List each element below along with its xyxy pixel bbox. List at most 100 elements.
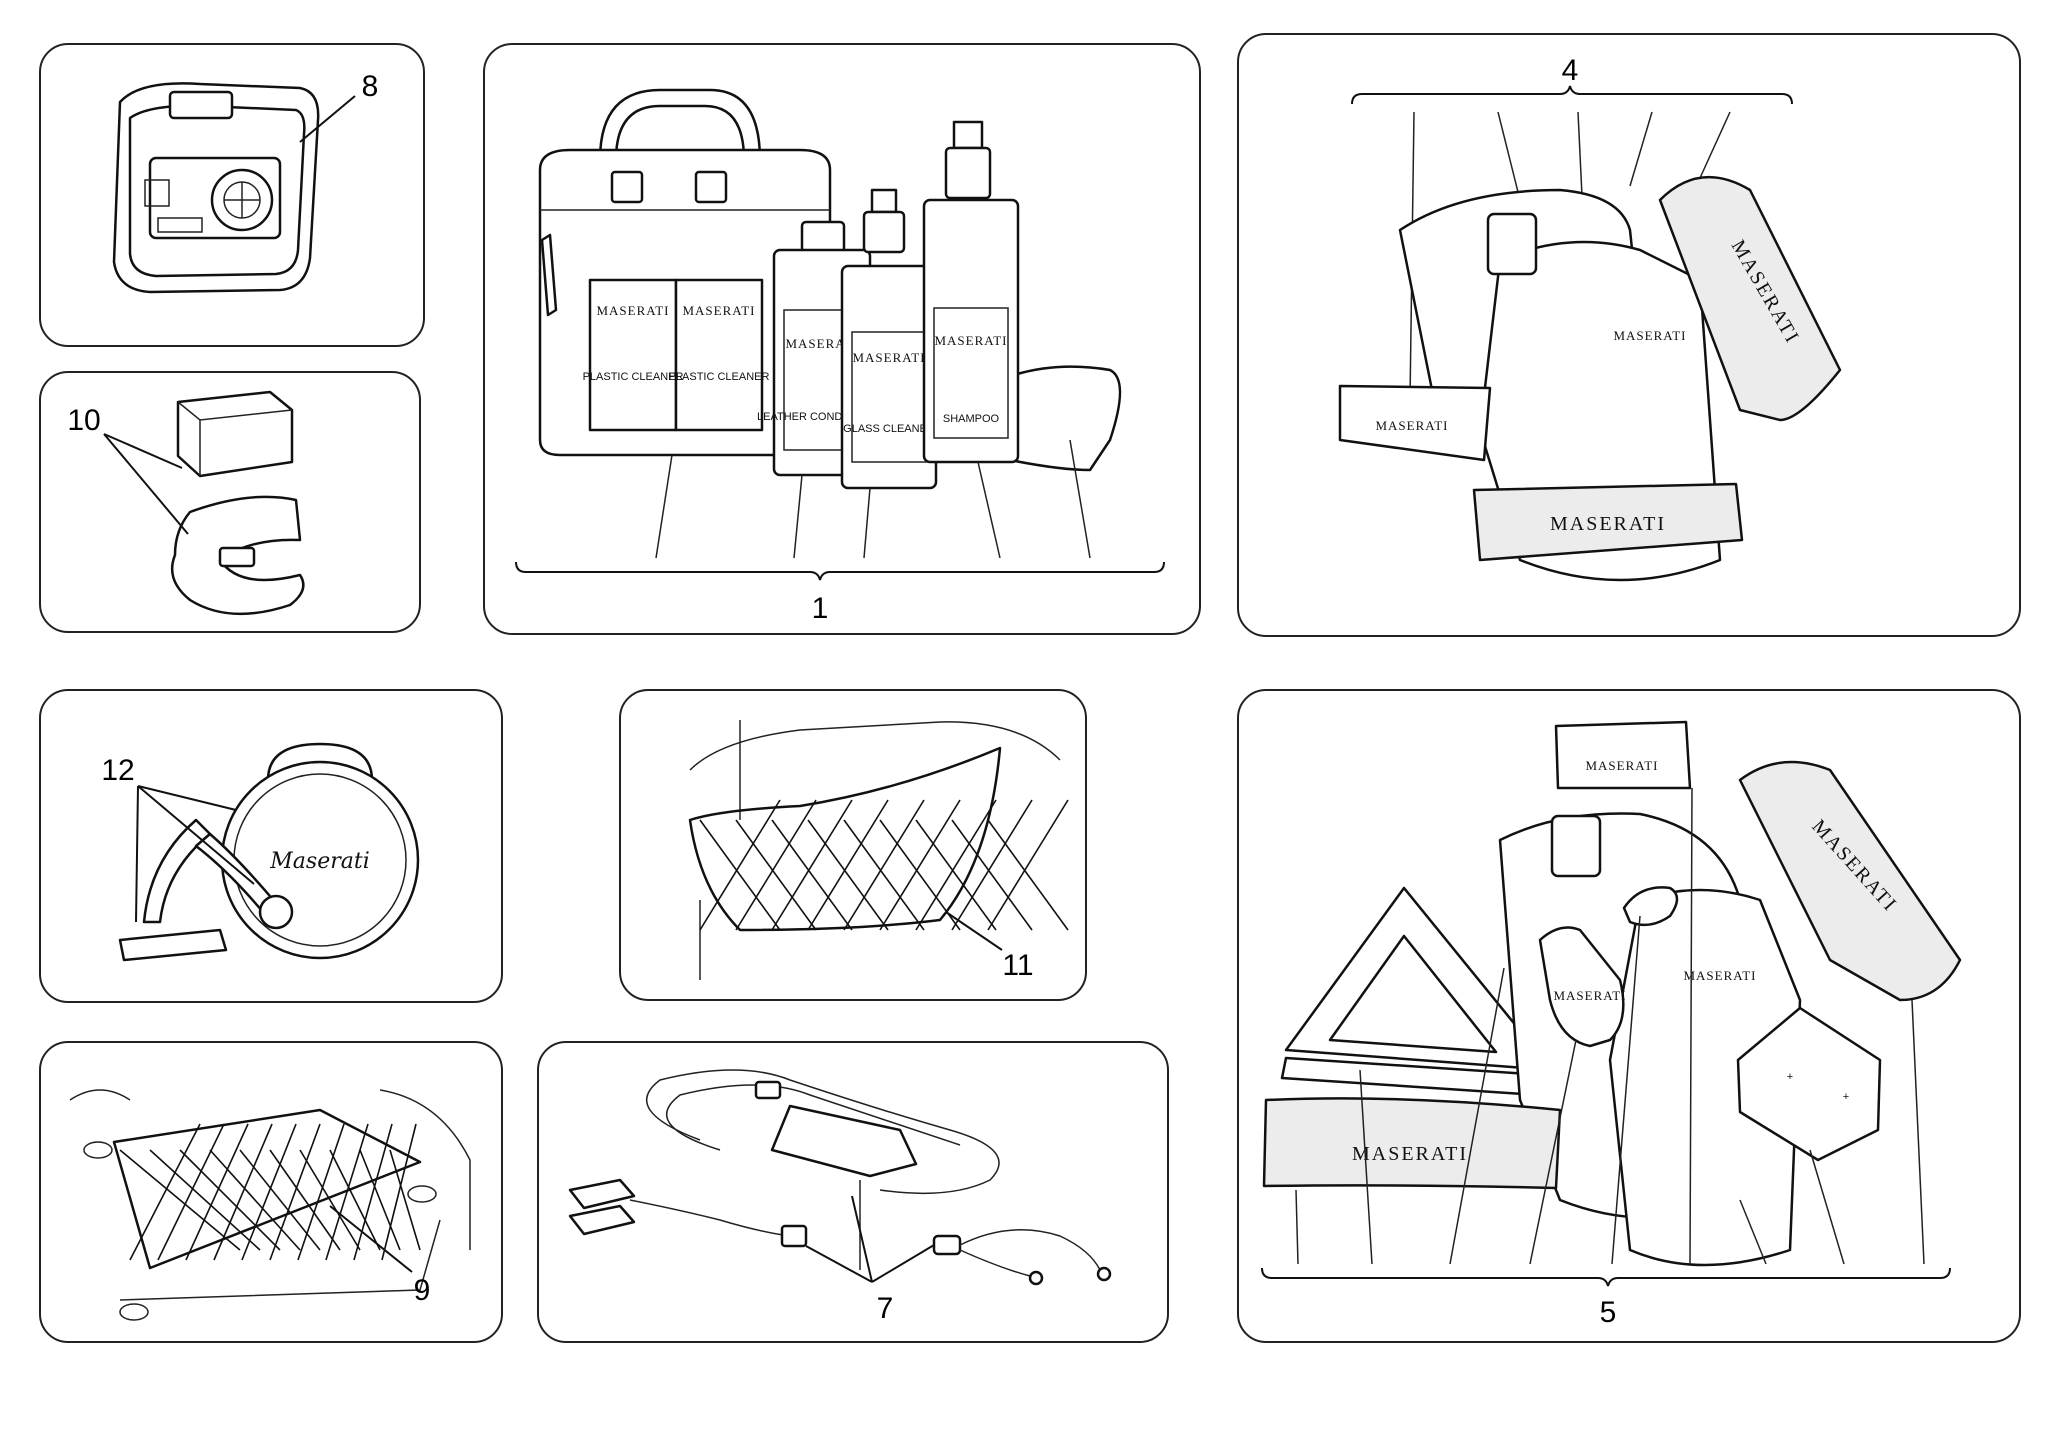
triangle-bag-illustration: MASERATI bbox=[1472, 482, 1744, 562]
net-strand bbox=[325, 1123, 369, 1261]
bracket-1 bbox=[515, 561, 1165, 581]
callout-11: 11 bbox=[1002, 949, 1033, 982]
net-strand bbox=[241, 1123, 297, 1261]
leader-line bbox=[135, 785, 139, 923]
side-net-illustration bbox=[688, 746, 1069, 932]
net-strand bbox=[987, 819, 1069, 931]
panel-cleaning-kit: PLASTIC CLEANER PLASTIC CLEANER MASERATI… bbox=[483, 43, 1201, 635]
net-strand bbox=[915, 799, 997, 931]
net-strand bbox=[735, 819, 817, 931]
net-strand bbox=[149, 1149, 261, 1251]
shampoo-bottle: MASERATI SHAMPOO bbox=[922, 120, 1020, 464]
bracket-4 bbox=[1351, 85, 1793, 105]
warning-kit-bag-illustration: MASERATI bbox=[1338, 384, 1492, 462]
net-strand bbox=[329, 1149, 381, 1251]
callout-4: 4 bbox=[1562, 54, 1579, 87]
bag-brand-label-2: MASERATI bbox=[682, 303, 755, 318]
net-strand bbox=[353, 1123, 393, 1261]
panel-emergency-kit: MASERATI MASERATI MASERATI MASERATI bbox=[1237, 689, 2021, 1343]
net-strand bbox=[843, 819, 925, 931]
net-strand bbox=[359, 1149, 401, 1251]
vests-illustration: MASERATI bbox=[1498, 812, 1802, 1267]
leader-lines-5 bbox=[1295, 787, 1925, 1265]
callout-10: 10 bbox=[67, 404, 100, 437]
first-aid-cross-1: + bbox=[1787, 1071, 1793, 1083]
net-strand bbox=[185, 1123, 249, 1261]
net-strand bbox=[381, 1123, 417, 1261]
panel-booster-cables: Maserati 12 bbox=[39, 689, 503, 1003]
vest-brand-label-5: MASERATI bbox=[1683, 968, 1756, 983]
panel-floor-net: 9 bbox=[39, 1041, 503, 1343]
triangle-bag-5-brand-label: MASERATI bbox=[1352, 1143, 1468, 1165]
panel-safety-vests-kit: 4 MASERATI MASERATI MASERATI MASERATI bbox=[1237, 33, 2021, 637]
net-strand bbox=[179, 1149, 281, 1251]
panel-battery-charger: 7 bbox=[537, 1041, 1169, 1343]
first-aid-cross-2: + bbox=[1843, 1091, 1849, 1103]
net-strand bbox=[389, 1149, 421, 1251]
leader-line bbox=[137, 785, 255, 885]
charger-illustration bbox=[646, 1069, 1000, 1270]
leader-line bbox=[851, 1195, 873, 1283]
bracket-5 bbox=[1261, 1267, 1951, 1287]
vest-brand-label: MASERATI bbox=[1613, 328, 1686, 343]
strap-illustration bbox=[170, 495, 305, 616]
leader-line bbox=[871, 1244, 935, 1283]
id-pouch-illustration bbox=[1550, 814, 1602, 878]
net-strand bbox=[807, 799, 889, 931]
triangle-bag-5-illustration: MASERATI bbox=[1262, 1097, 1562, 1190]
bag-brand-label-1: MASERATI bbox=[596, 303, 669, 318]
net-strand bbox=[299, 1149, 361, 1251]
glass-cleaner-label: GLASS CLEANER bbox=[843, 423, 935, 435]
microfiber-cloth-illustration bbox=[998, 365, 1122, 472]
net-strand bbox=[699, 799, 781, 931]
callout-5: 5 bbox=[1600, 1296, 1617, 1329]
net-strand bbox=[129, 1123, 201, 1261]
net-strand bbox=[915, 819, 997, 931]
clamps-illustration bbox=[118, 818, 294, 962]
panel-compressor-kit: 8 bbox=[39, 43, 425, 347]
compressor-case-illustration bbox=[112, 82, 320, 294]
warning-triangle-illustration bbox=[1280, 886, 1562, 1098]
shampoo-label: SHAMPOO bbox=[943, 413, 1000, 425]
floor-net-illustration bbox=[112, 1108, 422, 1270]
net-strand bbox=[699, 819, 781, 931]
net-strand bbox=[735, 799, 817, 931]
cleaning-bag-illustration: PLASTIC CLEANER PLASTIC CLEANER MASERATI… bbox=[538, 88, 832, 457]
net-strand bbox=[951, 819, 1033, 931]
leader-line bbox=[945, 911, 1003, 951]
floor-net-mesh bbox=[119, 1123, 421, 1261]
round-case-illustration: Maserati bbox=[220, 742, 420, 960]
ring-leads-illustration bbox=[932, 1229, 1112, 1286]
panel-side-net: 11 bbox=[619, 689, 1087, 1001]
bottle-brand-label-1: MASERATI bbox=[785, 336, 858, 351]
net-strand bbox=[209, 1149, 301, 1251]
leader-lines-1 bbox=[655, 439, 1091, 559]
trunk-side-illustration bbox=[689, 720, 1061, 980]
gloves-illustration: MASERATI bbox=[1538, 926, 1626, 1048]
leader-line bbox=[805, 1245, 873, 1283]
net-strand bbox=[843, 799, 925, 931]
net-strand bbox=[157, 1123, 225, 1261]
leader-line bbox=[329, 1205, 413, 1273]
clip-leads-illustration bbox=[568, 1178, 808, 1248]
net-strand bbox=[269, 1123, 321, 1261]
block-illustration bbox=[176, 390, 294, 478]
callout-7: 7 bbox=[877, 1292, 894, 1325]
leader-line bbox=[299, 95, 356, 143]
net-strand bbox=[987, 799, 1069, 931]
kit-bag-brand-label: MASERATI bbox=[1375, 418, 1448, 433]
net-strand bbox=[119, 1149, 241, 1251]
leader-line bbox=[103, 433, 189, 535]
net-strand bbox=[269, 1149, 341, 1251]
plastic-cleaner-label-2: PLASTIC CLEANER bbox=[669, 371, 770, 383]
net-strand bbox=[771, 799, 853, 931]
glass-cleaner-bottle: MASERATI GLASS CLEANER bbox=[840, 188, 938, 490]
kit-bag-top-illustration: MASERATI bbox=[1554, 720, 1692, 790]
bottle-brand-label-3: MASERATI bbox=[934, 333, 1007, 348]
callout-12: 12 bbox=[101, 754, 134, 787]
plastic-cleaner-label-1: PLASTIC CLEANER bbox=[583, 371, 684, 383]
net-strand bbox=[807, 819, 889, 931]
callout-8: 8 bbox=[362, 70, 379, 103]
net-strand bbox=[951, 799, 1033, 931]
